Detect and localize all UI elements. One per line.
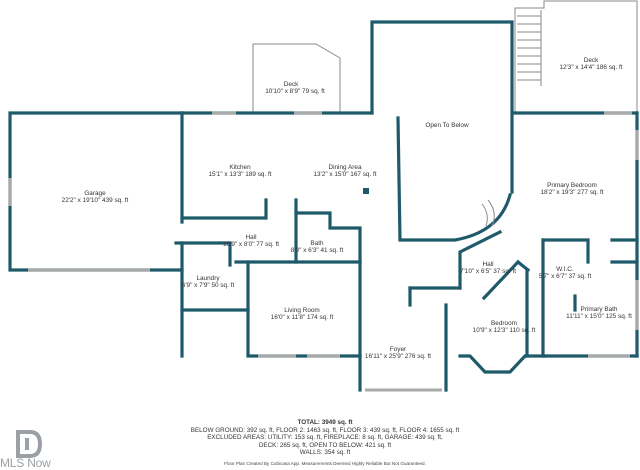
credit-note: Floor Plan Created By Cubicasa App. Meas… bbox=[224, 461, 426, 466]
hall-right-name: Hall bbox=[482, 261, 493, 268]
kitchen-name: Kitchen bbox=[229, 164, 251, 171]
laundry-dims: 6'9" x 7'9" 50 sq. ft bbox=[182, 282, 235, 289]
kitchen-dims: 15'1" x 13'3" 189 sq. ft bbox=[208, 171, 271, 178]
deck-left-name: Deck bbox=[284, 81, 299, 88]
laundry-name: Laundry bbox=[196, 275, 220, 282]
windows bbox=[8, 111, 639, 392]
mls-now-logo-icon bbox=[16, 430, 43, 458]
deck-outlines bbox=[252, 0, 638, 113]
area-totals: TOTAL: 3949 sq. ft BELOW GROUND: 392 sq.… bbox=[160, 419, 490, 457]
hall-left-dims: 10'9" x 8'0" 77 sq. ft bbox=[223, 241, 279, 248]
totals-line-1: BELOW GROUND: 392 sq. ft, FLOOR 2: 1463 … bbox=[190, 426, 460, 434]
bath-dims: 8'0" x 6'3" 41 sq. ft bbox=[291, 247, 344, 254]
wic-dims: 5'7" x 6'7" 37 sq. ft bbox=[539, 273, 592, 280]
primary-bedroom-name: Primary Bedroom bbox=[547, 182, 597, 189]
deck-left-dims: 10'10" x 8'9" 79 sq. ft bbox=[265, 88, 325, 95]
dining-dims: 13'2" x 15'0" 167 sq. ft bbox=[313, 171, 376, 178]
brand-name: MLS Now bbox=[0, 456, 51, 470]
living-dims: 16'0" x 11'8" 174 sq. ft bbox=[271, 314, 334, 321]
primary-bath-name: Primary Bath bbox=[581, 306, 618, 313]
bath-name: Bath bbox=[310, 240, 324, 247]
wic-name: W.I.C. bbox=[556, 266, 574, 273]
living-name: Living Room bbox=[284, 307, 320, 314]
primary-bath-dims: 11'11" x 15'0" 125 sq. ft bbox=[566, 313, 632, 320]
hall-right-dims: 7'10" x 6'5" 37 sq. ft bbox=[460, 268, 516, 275]
bedroom-dims: 10'9" x 12'3" 110 sq. ft bbox=[473, 327, 536, 334]
primary-bedroom-dims: 18'2" x 19'3" 277 sq. ft bbox=[540, 189, 603, 196]
fireplace-marker bbox=[363, 188, 369, 194]
bedroom-name: Bedroom bbox=[491, 320, 517, 327]
room-labels: Garage 22'2" x 19'10" 439 sq. ft Deck 10… bbox=[62, 57, 632, 360]
foyer-name: Foyer bbox=[390, 346, 407, 353]
deck-right-dims: 12'3" x 14'4" 186 sq. ft bbox=[559, 64, 622, 71]
foyer-dims: 16'11" x 25'9" 276 sq. ft bbox=[365, 353, 431, 360]
garage-dims: 22'2" x 19'10" 439 sq. ft bbox=[62, 197, 129, 204]
totals-line-2: EXCLUDED AREAS: UTILITY: 153 sq. ft, FIR… bbox=[207, 434, 443, 442]
dining-name: Dining Area bbox=[328, 164, 361, 171]
totals-line-4: WALLS: 354 sq. ft bbox=[299, 449, 351, 457]
open-below-name: Open To Below bbox=[425, 122, 469, 129]
walls bbox=[8, 20, 639, 392]
garage-name: Garage bbox=[84, 190, 106, 197]
totals-line-3: DECK: 265 sq. ft, OPEN TO BELOW: 421 sq.… bbox=[258, 441, 392, 449]
stair-curve bbox=[481, 199, 495, 227]
hall-left-name: Hall bbox=[245, 234, 256, 241]
total-area: TOTAL: 3949 sq. ft bbox=[297, 419, 353, 426]
deck-right-name: Deck bbox=[584, 57, 599, 64]
